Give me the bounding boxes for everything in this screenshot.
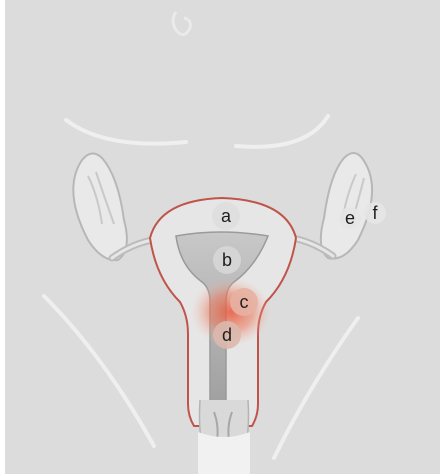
label-f: f <box>364 202 386 224</box>
label-c: c <box>230 288 258 316</box>
label-d: d <box>213 321 241 349</box>
label-e: e <box>339 207 361 229</box>
svg-text:c: c <box>240 292 249 312</box>
label-a: a <box>212 202 240 230</box>
label-b: b <box>213 246 241 274</box>
svg-text:b: b <box>222 250 232 270</box>
bottom-outline <box>198 432 250 474</box>
svg-text:e: e <box>345 208 355 228</box>
svg-text:a: a <box>221 206 232 226</box>
svg-text:d: d <box>222 325 232 345</box>
